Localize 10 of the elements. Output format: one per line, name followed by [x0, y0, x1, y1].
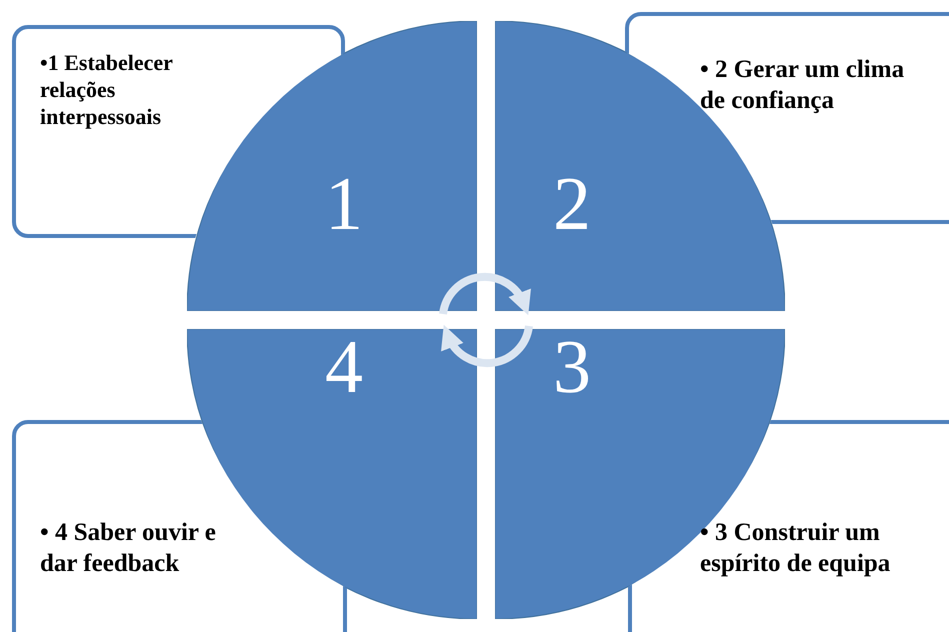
cycle-arrow [439, 272, 530, 315]
bullet-text: • 4 Saber ouvir e dar feedback [40, 518, 217, 578]
cycle-arrow [442, 325, 533, 368]
quadrant-number: 3 [553, 329, 591, 405]
quadrant-number: 2 [553, 166, 591, 242]
quadrant-number: 1 [325, 166, 363, 242]
quadrant-number: 4 [325, 329, 363, 405]
bullet-text: •1 Estabelecer relações interpessoais [40, 50, 174, 130]
bullet-text: • 2 Gerar um clima de confiança [700, 55, 906, 116]
bullet-text: • 3 Construir um espírito de equipa [700, 518, 892, 578]
